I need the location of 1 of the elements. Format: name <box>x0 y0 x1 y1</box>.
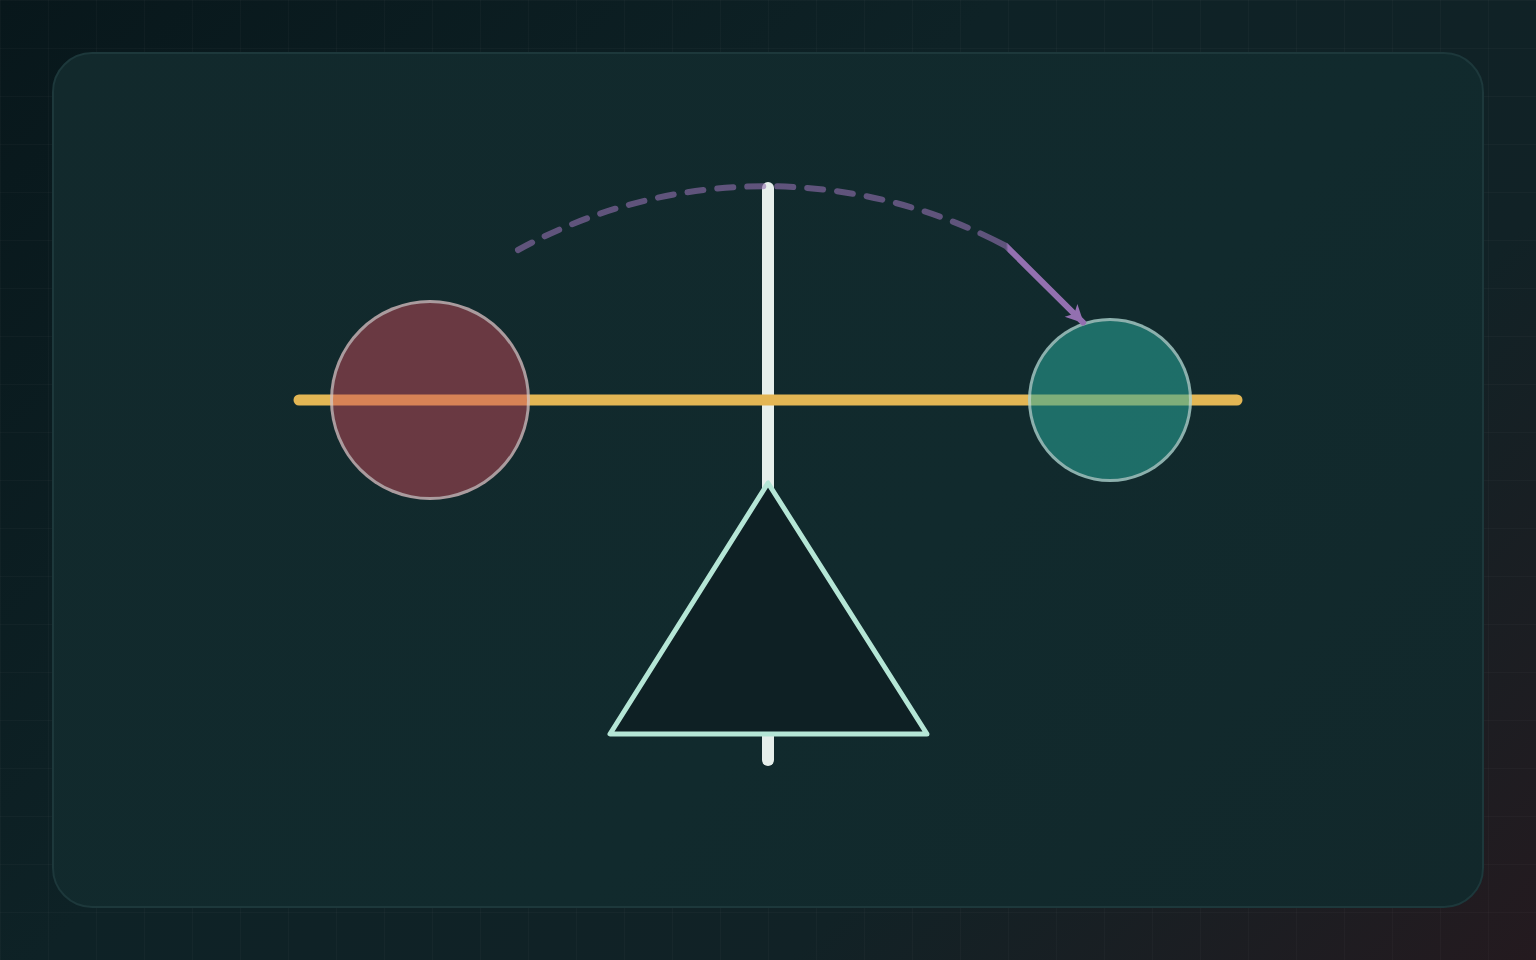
dashed-arrow <box>515 183 1087 326</box>
